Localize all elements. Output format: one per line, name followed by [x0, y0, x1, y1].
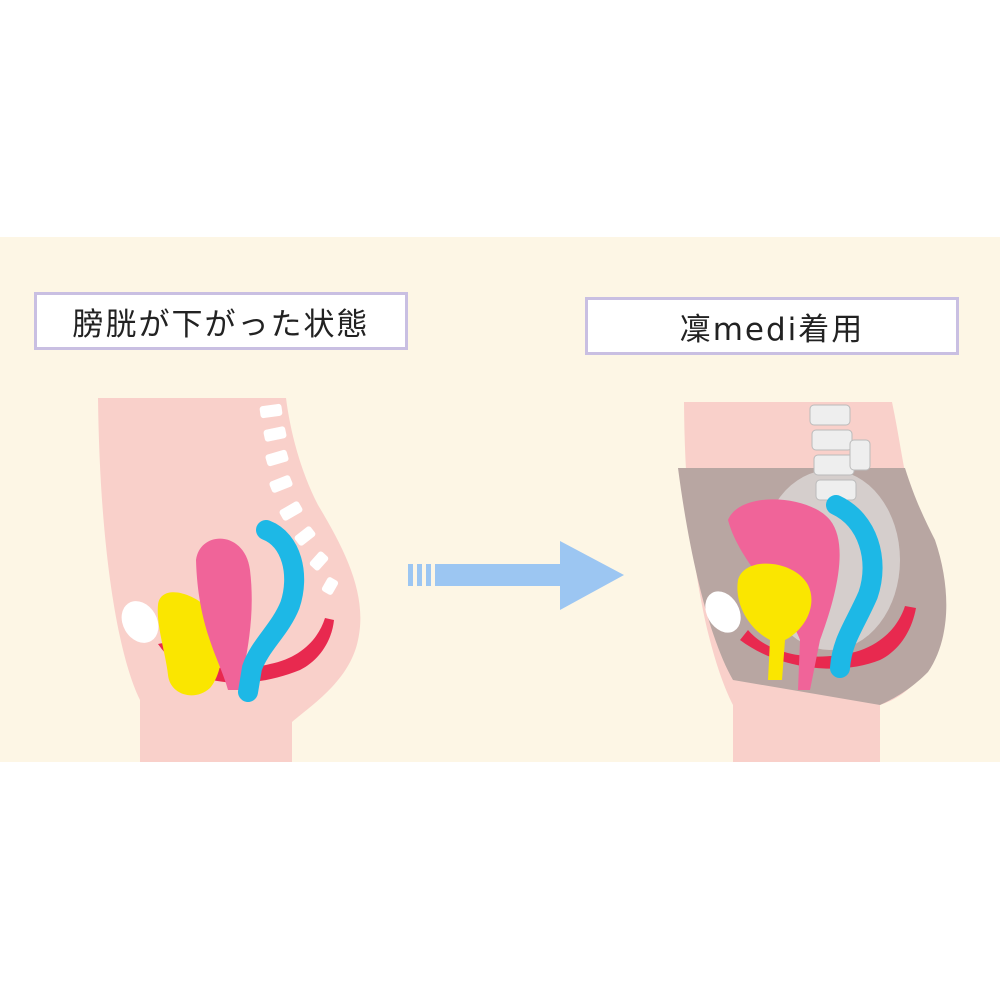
bladder-after	[737, 563, 812, 680]
uterus-before	[196, 538, 252, 690]
right-arrow-icon	[408, 541, 624, 610]
pubic-bone-before	[121, 601, 159, 643]
rectum-before	[238, 520, 305, 702]
body-before	[98, 398, 361, 762]
spine-after	[809, 404, 871, 501]
pubic-bone-after	[705, 591, 741, 633]
label-bladder-descended-text: 膀胱が下がった状態	[72, 306, 370, 343]
label-medi-wearing-text: 凜medi着用	[679, 311, 865, 348]
rectum-after	[826, 495, 883, 678]
spine-before	[259, 403, 339, 595]
body-after	[678, 402, 947, 762]
label-bladder-descended: 膀胱が下がった状態	[34, 292, 408, 350]
label-medi-wearing: 凜medi着用	[585, 297, 959, 355]
